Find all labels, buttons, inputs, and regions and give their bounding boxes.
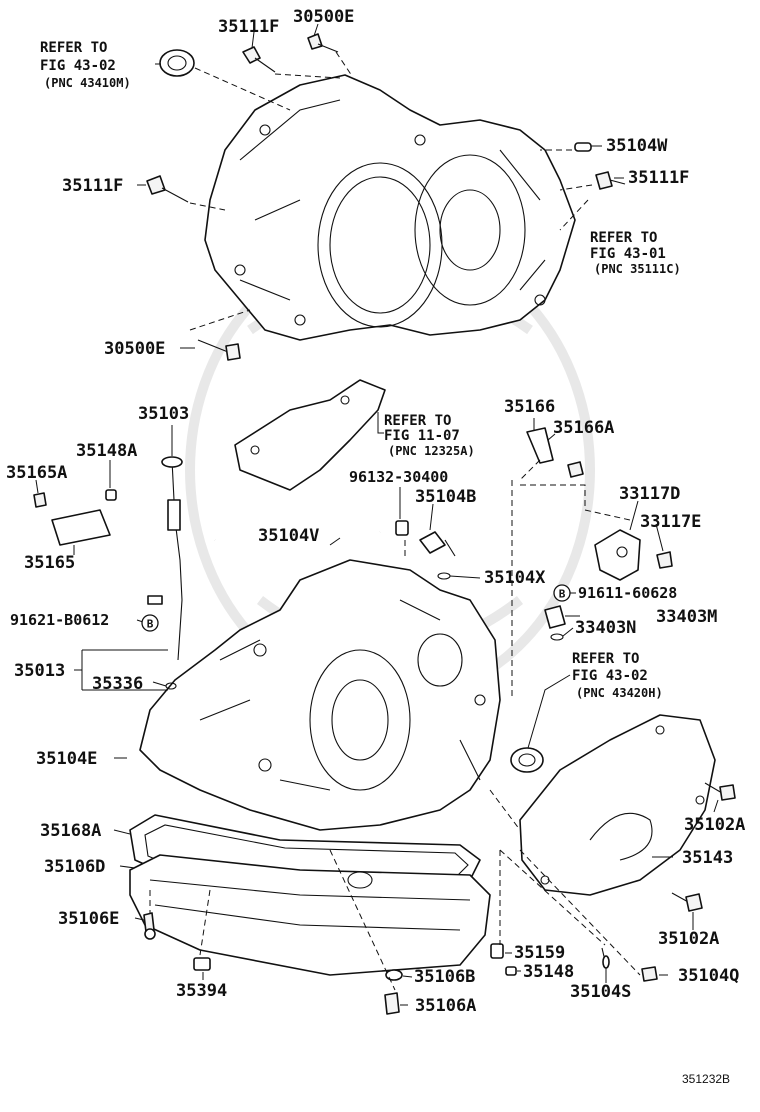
label-35336[interactable]: 35336 [92, 674, 143, 694]
oil-seal-top [159, 49, 195, 77]
label-35106A[interactable]: 35106A [415, 996, 476, 1016]
side-cover [519, 714, 716, 896]
label-35013[interactable]: 35013 [14, 661, 65, 681]
ref-43-02-b-line3: (PNC 43420H) [576, 686, 663, 700]
label-35106B[interactable]: 35106B [414, 967, 475, 987]
bracket-35166 [526, 427, 554, 464]
label-35106D[interactable]: 35106D [44, 857, 105, 877]
ref-43-01-line3: (PNC 35111C) [594, 262, 681, 276]
sensor-33117D [594, 529, 641, 581]
bolt-35165A [33, 492, 47, 508]
bolt-35111F-right [595, 171, 626, 190]
plug-35159 [490, 943, 504, 959]
label-35104S[interactable]: 35104S [570, 982, 631, 1002]
ref-43-01-line1: REFER TO [590, 230, 657, 246]
hose-35104V [213, 529, 381, 559]
ref-11-07-line1: REFER TO [384, 413, 451, 429]
ref-43-02-b-line2[interactable]: FIG 43-02 [572, 668, 648, 684]
transaxle-case-upper [204, 74, 576, 341]
bolt-35166A [567, 461, 584, 478]
label-35104E[interactable]: 35104E [36, 749, 97, 769]
label-33117E[interactable]: 33117E [640, 512, 701, 532]
label-35165[interactable]: 35165 [24, 553, 75, 573]
label-35111F-right[interactable]: 35111F [628, 168, 689, 188]
label-91611-60628[interactable]: 91611-60628 [578, 584, 677, 602]
label-35168A[interactable]: 35168A [40, 821, 101, 841]
bolt-30500E-bottom [197, 339, 241, 361]
ref-43-02-a-line1: REFER TO [40, 40, 107, 56]
bolt-33117E [656, 551, 673, 569]
ref-43-02-a-line2[interactable]: FIG 43-02 [40, 58, 116, 74]
ref-43-01-line2[interactable]: FIG 43-01 [590, 246, 666, 262]
magnet-35394 [193, 957, 211, 971]
dipstick-35103 [161, 456, 183, 661]
bolt-35111F-left [146, 175, 189, 203]
label-30500E-top[interactable]: 30500E [293, 7, 354, 27]
ref-11-07-line3: (PNC 12325A) [388, 444, 475, 458]
oring-35104X [437, 572, 451, 580]
bolt-30500E-top [307, 33, 339, 53]
leader-lines [35, 23, 719, 1006]
label-35165A[interactable]: 35165A [6, 463, 67, 483]
label-33117D[interactable]: 33117D [619, 484, 680, 504]
label-35106E[interactable]: 35106E [58, 909, 119, 929]
ref-43-02-a-line3: (PNC 43410M) [44, 76, 131, 90]
bracket-12325A [234, 379, 386, 491]
marker-b-left: B [141, 614, 159, 632]
bolt-35102A-top [704, 782, 736, 801]
assembly-dashed-lines [149, 51, 641, 991]
label-35102A-top[interactable]: 35102A [684, 815, 745, 835]
bolt-35111F-top [242, 46, 276, 73]
label-35143[interactable]: 35143 [682, 848, 733, 868]
pin-35104S [601, 947, 610, 969]
label-91621-B0612[interactable]: 91621-B0612 [10, 611, 109, 629]
label-96132-30400[interactable]: 96132-30400 [349, 468, 448, 486]
label-35111F-top[interactable]: 35111F [218, 17, 279, 37]
union-35104B [419, 531, 456, 557]
diagram-code: 351232B [682, 1072, 730, 1086]
gasket-35106B [385, 969, 403, 981]
bolt-35102A-bottom [671, 892, 703, 912]
label-33403M[interactable]: 33403M [656, 607, 717, 627]
label-35103[interactable]: 35103 [138, 404, 189, 424]
bolt-35106E [143, 912, 156, 940]
plug-35104Q [641, 966, 658, 982]
oil-seal-bottom [510, 747, 544, 773]
label-35166[interactable]: 35166 [504, 397, 555, 417]
label-35104W[interactable]: 35104W [606, 136, 668, 156]
label-30500E-bottom[interactable]: 30500E [104, 339, 165, 359]
marker-b-right: B [553, 584, 571, 602]
label-35166A[interactable]: 35166A [553, 418, 614, 438]
ref-43-02-b-line1: REFER TO [572, 651, 639, 667]
label-35102A-bottom[interactable]: 35102A [658, 929, 719, 949]
label-35104V[interactable]: 35104V [258, 526, 319, 546]
oring-33403N [550, 633, 564, 641]
pin-35104W [574, 142, 592, 152]
label-35111F-left[interactable]: 35111F [62, 176, 123, 196]
part-labels: 35111F 30500E REFER TO FIG 43-02 (PNC 43… [6, 7, 745, 1086]
clip-35148 [505, 966, 517, 976]
oil-pan [129, 854, 491, 976]
plate-35165 [51, 509, 111, 546]
svg-text:B: B [559, 588, 566, 601]
svg-text:B: B [147, 618, 154, 631]
plug-35106A [384, 992, 400, 1015]
label-33403N[interactable]: 33403N [575, 618, 636, 638]
ref-11-07-line2[interactable]: FIG 11-07 [384, 428, 460, 444]
transaxle-case-lower [139, 559, 501, 831]
label-35104X[interactable]: 35104X [484, 568, 546, 588]
label-35104B[interactable]: 35104B [415, 487, 476, 507]
gear-33403M [544, 605, 566, 629]
label-35148[interactable]: 35148 [523, 962, 574, 982]
label-35148A[interactable]: 35148A [76, 441, 137, 461]
clamp-35148A [105, 489, 117, 501]
label-35394[interactable]: 35394 [176, 981, 227, 1001]
label-35159[interactable]: 35159 [514, 943, 565, 963]
plug-96132 [395, 520, 409, 536]
label-35104Q[interactable]: 35104Q [678, 966, 739, 986]
